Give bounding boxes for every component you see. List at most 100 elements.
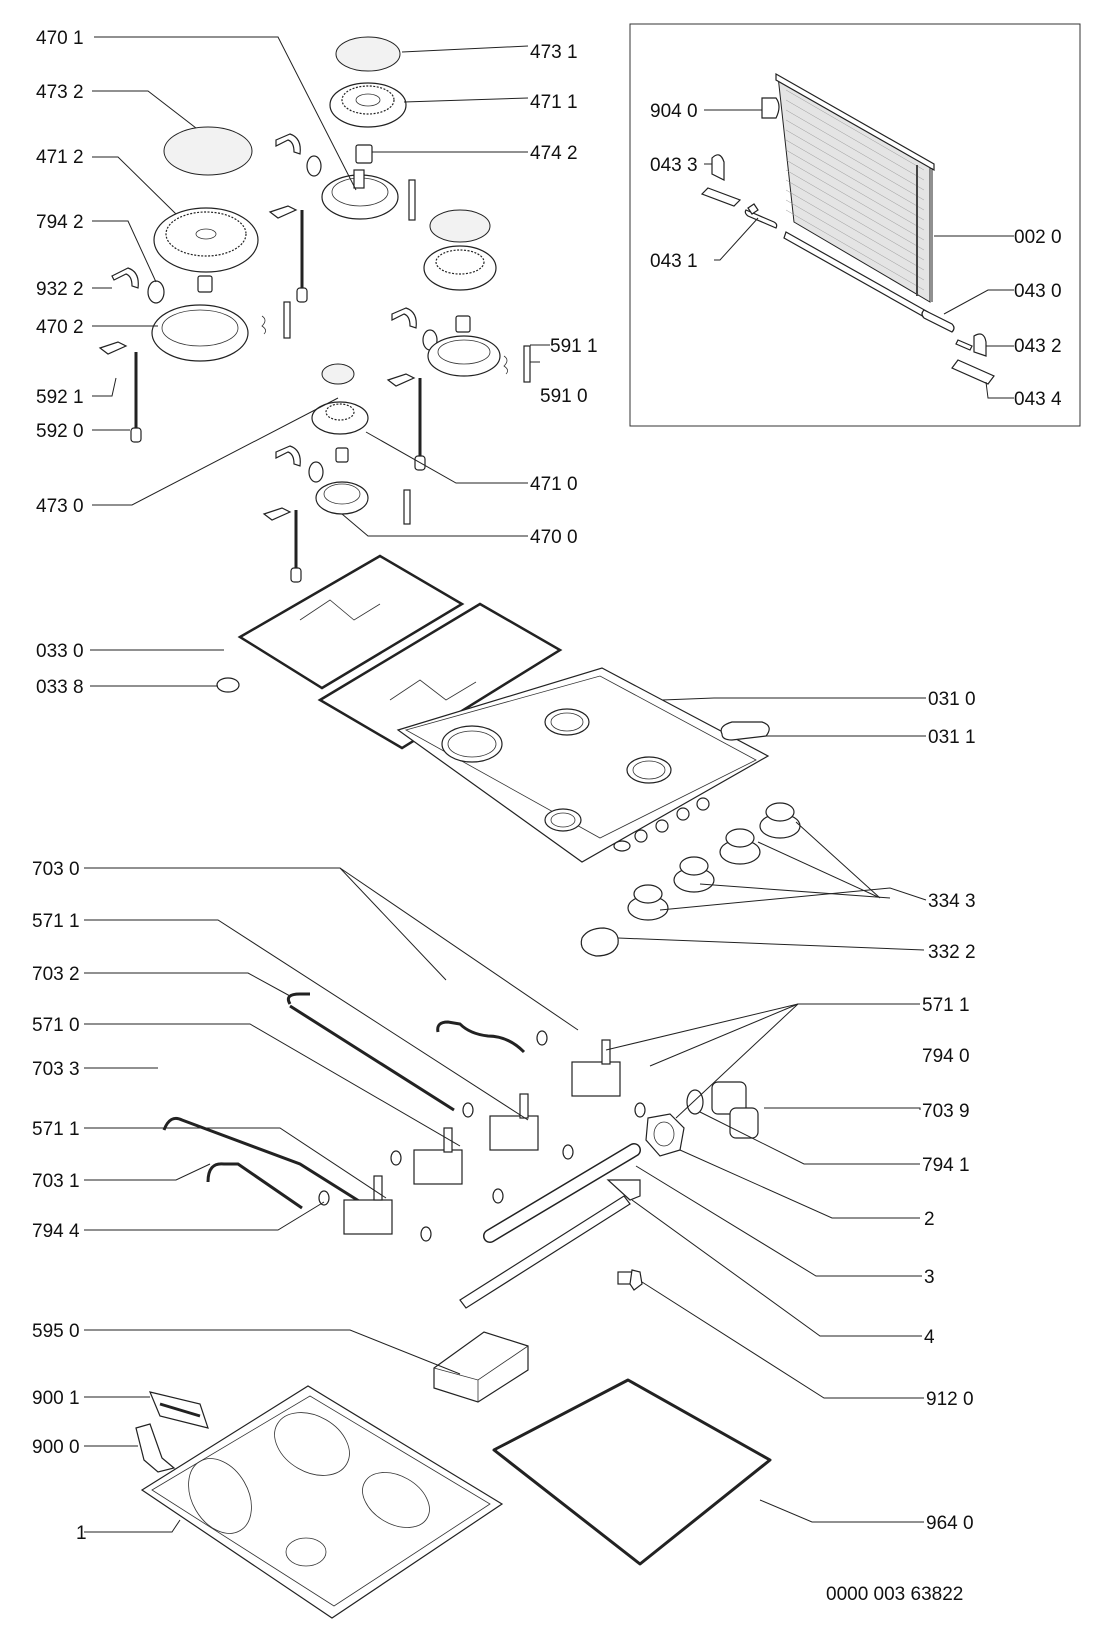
inset-leader-lines: [704, 109, 1014, 399]
callout-900-1: 900 1: [32, 1388, 80, 1409]
base-tray-1: [140, 1385, 504, 1619]
clip-right: [391, 307, 417, 329]
callout-912-0: 912 0: [926, 1389, 974, 1410]
callout-794-1: 794 1: [922, 1155, 970, 1176]
seals-794: [318, 1030, 646, 1242]
burner-crown-471-1: [329, 82, 407, 128]
clip-small: [275, 445, 301, 467]
thermocouple-right: [414, 378, 426, 471]
callout-043-3: 043 3: [650, 155, 698, 176]
callout-474-2: 474 2: [530, 143, 578, 164]
hinge-left-part: [700, 154, 778, 229]
bolt-912-0: [617, 1269, 643, 1291]
leader-lines: [84, 36, 927, 1533]
callout-1: 1: [76, 1523, 87, 1544]
burner-cap-473-0: [321, 363, 355, 385]
thermocouple-center: [296, 210, 308, 303]
callout-4: 4: [924, 1327, 935, 1348]
hinge-right-part: [955, 333, 987, 357]
seal-794-2: [147, 280, 165, 304]
callout-571-1-lower: 571 1: [32, 1119, 80, 1140]
callout-591-0: 591 0: [540, 386, 588, 407]
callout-571-0: 571 0: [32, 1015, 80, 1036]
hinge-plate-part: [951, 359, 995, 385]
callout-471-0: 471 0: [530, 474, 578, 495]
clip-right-lower: [386, 373, 416, 387]
injector-474-2: [355, 144, 373, 164]
burner-base-right: [427, 335, 501, 377]
callout-703-3: 703 3: [32, 1059, 80, 1080]
cap-031-1: [720, 721, 770, 741]
clip-932-2: [111, 267, 139, 289]
callout-964-0: 964 0: [926, 1513, 974, 1534]
burner-crown-right: [423, 245, 497, 291]
injector-small: [335, 447, 349, 463]
bracket-4: [459, 1179, 641, 1309]
callout-470-2: 470 2: [36, 317, 84, 338]
drawing-number: 0000 003 63822: [826, 1584, 963, 1605]
callout-473-2: 473 2: [36, 82, 84, 103]
electrode-small: [403, 489, 411, 525]
burner-cap-473-1: [335, 36, 401, 72]
electrode-center: [408, 179, 416, 221]
gas-pipes: [162, 992, 526, 1220]
ignition-module-595-0: [433, 1331, 529, 1403]
control-knobs-334-3: [627, 802, 801, 921]
hinge-pin-right-part: [921, 309, 955, 333]
callout-033-8: 033 8: [36, 677, 84, 698]
clip-592-1: [98, 341, 128, 355]
clamp-900-0: [135, 1423, 176, 1473]
callout-571-1-right: 571 1: [922, 995, 970, 1016]
callout-043-1: 043 1: [650, 251, 698, 272]
callout-470-1: 470 1: [36, 28, 84, 49]
callout-592-1: 592 1: [36, 387, 84, 408]
callout-703-9: 703 9: [922, 1101, 970, 1122]
callout-595-0: 595 0: [32, 1321, 80, 1342]
thermocouple-small: [290, 510, 302, 583]
callout-471-2: 471 2: [36, 147, 84, 168]
callout-334-3: 334 3: [928, 891, 976, 912]
callout-473-1: 473 1: [530, 42, 578, 63]
callout-043-4: 043 4: [1014, 389, 1062, 410]
nut-2: [645, 1113, 685, 1157]
callout-794-4: 794 4: [32, 1221, 80, 1242]
callout-473-0: 473 0: [36, 496, 84, 517]
burner-cap-right: [429, 209, 491, 243]
button-cover-332-2: [580, 927, 619, 957]
callout-794-0: 794 0: [922, 1046, 970, 1067]
callout-043-2: 043 2: [1014, 336, 1062, 357]
callout-571-1-upper: 571 1: [32, 911, 80, 932]
callout-031-0: 031 0: [928, 689, 976, 710]
burner-base-470-2: [151, 304, 249, 362]
gas-valves-571: [343, 1039, 621, 1235]
burner-crown-471-0: [311, 401, 369, 435]
seal-794-1: [686, 1089, 704, 1115]
burner-cap-473-2: [163, 126, 253, 176]
callout-592-0: 592 0: [36, 421, 84, 442]
callout-703-2: 703 2: [32, 964, 80, 985]
callout-2: 2: [924, 1209, 935, 1230]
callout-904-0: 904 0: [650, 101, 698, 122]
callout-794-2: 794 2: [36, 212, 84, 233]
hob-top-plate-031-0: [396, 667, 770, 863]
burner-crown-471-2: [153, 207, 259, 273]
electrode-591-0: [503, 345, 531, 383]
burner-base-470-1: [321, 169, 399, 220]
thermocouple-592-0: [130, 352, 142, 443]
pan-support-right: [317, 602, 563, 750]
callout-332-2: 332 2: [928, 942, 976, 963]
burner-base-470-0: [315, 481, 369, 515]
callout-471-1: 471 1: [530, 92, 578, 113]
seal-frame-964-0: [492, 1378, 772, 1566]
seal-small: [308, 461, 324, 483]
callout-002-0: 002 0: [1014, 227, 1062, 248]
rubber-foot-033-8: [216, 677, 240, 693]
pan-support-033-0: [237, 554, 465, 690]
gas-manifold-3: [483, 1143, 641, 1243]
clip-center-top: [275, 133, 301, 155]
callout-031-1: 031 1: [928, 727, 976, 748]
injector-right: [455, 315, 471, 333]
glass-lid-part: [775, 72, 935, 319]
callout-labels: 470 1 473 2 471 2 794 2 932 2 470 2 592 …: [32, 28, 976, 1605]
